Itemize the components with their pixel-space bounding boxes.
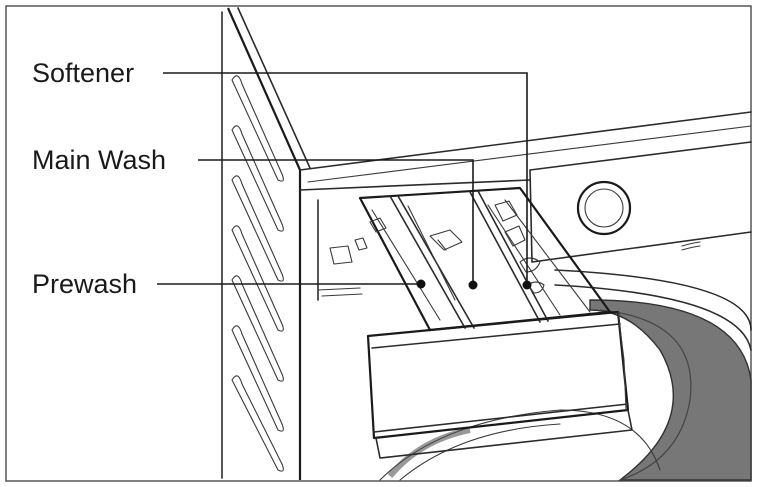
main-wash-leader-line — [198, 159, 474, 283]
callout-prewash — [157, 279, 426, 289]
door-rim — [554, 269, 752, 331]
prewash-label: Prewash — [32, 269, 137, 299]
divider-prewash-main — [389, 195, 466, 329]
softener-compartment-dot — [522, 280, 532, 290]
side-vents — [231, 75, 284, 472]
top-surface-inner-edge — [307, 125, 752, 183]
panel-button — [681, 241, 701, 247]
callout-main-wash — [198, 159, 478, 290]
main-wash-label: Main Wash — [32, 145, 166, 175]
prewash-compartment-dot — [416, 279, 426, 289]
top-front-bevel — [237, 7, 311, 169]
control-knob — [576, 180, 701, 251]
siphon-cap — [494, 200, 518, 222]
main-wash-compartment-dot — [468, 280, 478, 290]
drawer-opening-top — [299, 179, 531, 191]
control-panel-bottom — [531, 231, 752, 263]
door-gasket — [589, 299, 752, 481]
door-drum — [379, 269, 752, 481]
softener-leader-line — [163, 72, 528, 283]
control-panel-left — [529, 169, 533, 263]
control-panel-top — [529, 141, 752, 171]
washer-body — [221, 7, 752, 480]
main-wash-insert — [429, 229, 463, 251]
softener-label: Softener — [32, 58, 134, 88]
callout-softener — [163, 72, 532, 290]
divider-main-softener — [469, 191, 541, 323]
detergent-drawer — [317, 186, 633, 459]
